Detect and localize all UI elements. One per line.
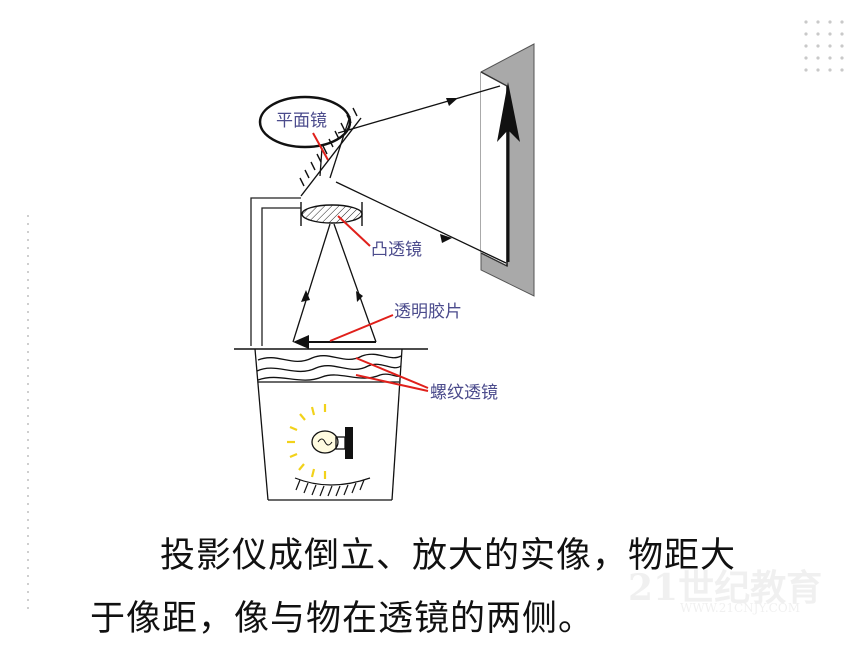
ray-arrowhead xyxy=(446,98,458,106)
lamp-reflector xyxy=(294,477,371,497)
light-cone-rays xyxy=(292,223,377,343)
plane-mirror-pointer xyxy=(312,132,329,161)
convex-lens-label: 凸透镜 xyxy=(371,240,422,260)
watermark-url: WWW.21CNJY.COM xyxy=(680,601,800,615)
fresnel-lens-pointer xyxy=(355,374,429,392)
lamp-bulb xyxy=(287,404,353,479)
lamp-housing xyxy=(254,348,403,501)
screen-image-arrow xyxy=(497,82,520,262)
fresnel-lens-label: 螺纹透镜 xyxy=(430,383,498,403)
convex-lens xyxy=(300,202,363,226)
watermark-logo-text: 21世纪教育 xyxy=(628,567,822,609)
transparency-pointer xyxy=(329,314,394,342)
fresnel-lens-pointer xyxy=(355,357,429,389)
dot-grid-decoration xyxy=(804,20,844,72)
watermark-logo: 21世纪教育 WWW.21CNJY.COM xyxy=(628,567,822,615)
ray-arrowhead xyxy=(301,290,310,302)
convex-lens-pointer xyxy=(337,215,371,247)
transparency-film-arrow xyxy=(293,335,376,349)
plane-mirror-label: 平面镜 xyxy=(276,111,327,131)
plane-mirror-highlight-ellipse xyxy=(258,95,352,149)
ray-arrowhead xyxy=(440,234,452,243)
ray-arrowhead xyxy=(356,291,363,302)
projector-arm-frame xyxy=(250,197,301,346)
transparency-label: 透明胶片 xyxy=(394,302,462,322)
